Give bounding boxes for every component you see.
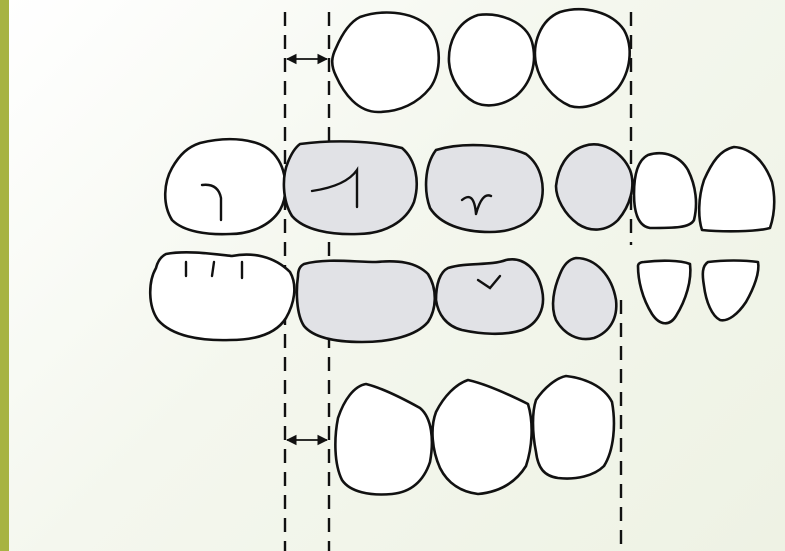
upper-occlusal-row xyxy=(165,139,774,234)
tooth-lower-molar-highlighted xyxy=(297,261,435,342)
tooth-lower-incisor xyxy=(638,261,690,324)
tooth-top-crown xyxy=(332,13,439,112)
tooth-upper-premolar-highlighted xyxy=(426,145,543,232)
lower-occlusal-row xyxy=(150,252,758,342)
tooth-bottom-crown xyxy=(335,384,431,494)
tooth-top-crown xyxy=(535,9,630,107)
tooth-upper-molar-highlighted xyxy=(284,141,417,234)
tooth-upper-canine-highlighted xyxy=(556,144,632,229)
tooth-lower-premolar-highlighted xyxy=(436,259,543,333)
tooth-top-crown xyxy=(449,14,534,105)
tooth-upper-incisor xyxy=(634,153,696,228)
bottom-crown-row xyxy=(335,376,614,494)
tooth-bottom-crown xyxy=(533,376,614,479)
tooth-lower-incisor xyxy=(703,261,759,321)
tooth-lower-molar xyxy=(150,252,294,340)
top-crown-row xyxy=(332,9,629,112)
tooth-lower-canine-highlighted xyxy=(553,258,616,339)
tooth-upper-molar xyxy=(165,139,285,234)
tooth-bottom-crown xyxy=(433,380,532,494)
space-arrows xyxy=(287,59,327,440)
tooth-upper-incisor xyxy=(699,147,774,231)
